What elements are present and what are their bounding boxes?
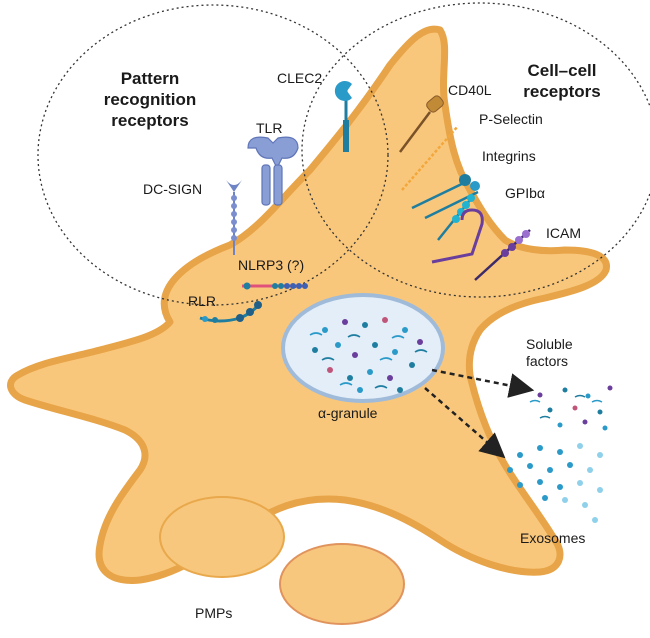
pmp-vesicle-2 bbox=[279, 543, 405, 625]
ccr-group-title: Cell–cell receptors bbox=[523, 61, 601, 101]
cd40l-receptor-icon bbox=[399, 95, 444, 153]
ccr-circle bbox=[301, 2, 650, 298]
arrow-to-exosomes bbox=[424, 387, 506, 459]
tlr-receptor-icon bbox=[247, 136, 299, 206]
cd40l-label: CD40L bbox=[448, 82, 492, 98]
tlr-label: TLR bbox=[256, 120, 283, 136]
alpha-granule bbox=[281, 293, 445, 403]
arrow-to-soluble bbox=[431, 368, 535, 398]
rlr-icon bbox=[199, 301, 262, 323]
exosomes-cluster bbox=[507, 443, 603, 523]
prr-group-title: Pattern recognition receptors bbox=[103, 69, 197, 130]
nlrp3-icon bbox=[242, 282, 308, 290]
exosomes-label: Exosomes bbox=[520, 530, 586, 546]
nlrp3-label: NLRP3 (?) bbox=[238, 257, 305, 273]
alpha-granule-label: α-granule bbox=[318, 405, 378, 421]
gpib-receptor-icon bbox=[437, 194, 475, 241]
pmp-vesicle-1 bbox=[159, 496, 285, 578]
icam-receptor-icon bbox=[431, 208, 531, 281]
icam-label: ICAM bbox=[546, 225, 581, 241]
pselectin-label: P-Selectin bbox=[479, 111, 543, 127]
dcsign-receptor-icon bbox=[226, 180, 242, 255]
rlr-label: RLR bbox=[188, 293, 217, 309]
pmps-label: PMPs bbox=[195, 605, 233, 621]
clec2-receptor-icon bbox=[334, 81, 352, 152]
integrins-receptor-icon bbox=[411, 174, 480, 220]
granule-contents bbox=[309, 317, 428, 393]
pselectin-receptor-icon bbox=[401, 125, 459, 191]
soluble-factors-label: Soluble factors bbox=[526, 336, 573, 369]
gpib-label: GPIbα bbox=[505, 185, 545, 201]
clec2-label: CLEC2 bbox=[277, 70, 323, 86]
prr-circle bbox=[37, 4, 389, 306]
dcsign-label: DC-SIGN bbox=[143, 181, 203, 197]
integrins-label: Integrins bbox=[482, 148, 536, 164]
soluble-factors-cluster bbox=[529, 385, 613, 431]
